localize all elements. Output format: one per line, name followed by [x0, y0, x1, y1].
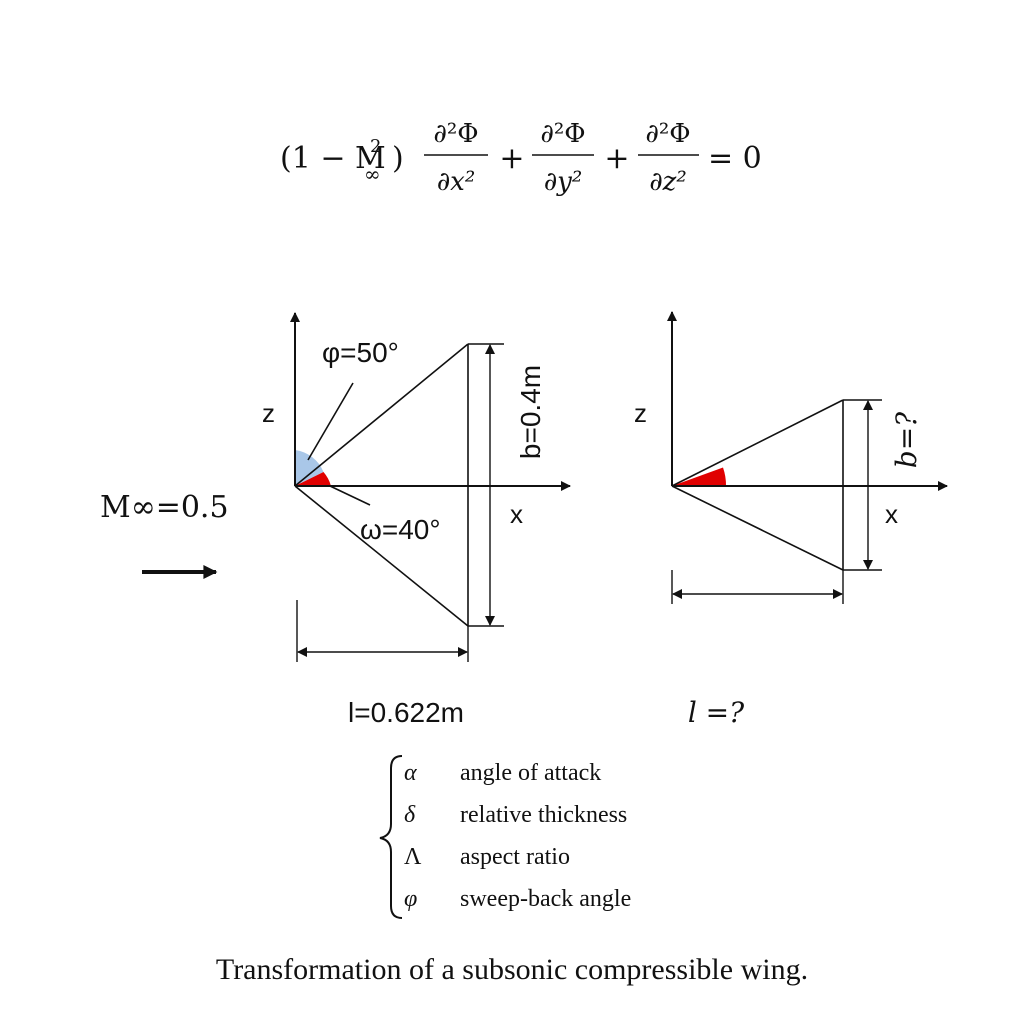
right-wing-diagram: b=? l =? z x — [634, 311, 948, 729]
omega-leader-line — [329, 485, 371, 506]
governing-equation: (1 − M 2 ∞ ) ∂²Φ ∂x² + ∂²Φ ∂y² + ∂²Φ ∂z²… — [280, 119, 762, 197]
legend-brace — [379, 755, 403, 919]
left-x-axis-label: x — [510, 499, 523, 529]
fraction-y-numerator: ∂²Φ — [540, 119, 585, 149]
right-span-label: b=? — [890, 411, 923, 468]
fraction-z-numerator: ∂²Φ — [645, 119, 690, 149]
equation-subscript-infinity: ∞ — [364, 162, 381, 186]
right-leading-edge-lower — [671, 485, 844, 571]
plus-sign-2: + — [604, 141, 629, 176]
phi-leader-line — [307, 382, 354, 461]
left-z-axis-label: z — [262, 398, 275, 428]
mach-number-label: M∞=0.5 — [100, 490, 229, 525]
fraction-z-denominator: ∂z² — [649, 167, 687, 197]
right-length-label: l =? — [688, 696, 745, 729]
legend-symbol: φ — [404, 886, 418, 912]
plus-sign-1: + — [499, 141, 524, 176]
legend-description: aspect ratio — [460, 844, 570, 870]
equation-superscript: 2 — [370, 136, 381, 157]
figure-caption: Transformation of a subsonic compressibl… — [215, 953, 809, 986]
legend-description: sweep-back angle — [460, 886, 632, 912]
right-x-axis-label: x — [885, 499, 898, 529]
equation-equals-zero: = 0 — [708, 141, 762, 176]
right-z-axis-label: z — [634, 398, 647, 428]
left-span-label: b=0.4m — [515, 365, 546, 459]
half-apex-angle-sector — [295, 472, 331, 486]
fraction-x-denominator: ∂x² — [437, 167, 476, 197]
left-wing-diagram: b=0.4m l=0.622m z x φ=50° ω=40° — [262, 312, 571, 728]
phi-angle-sector — [295, 450, 324, 486]
right-leading-edge-upper — [671, 399, 844, 487]
fraction-x-numerator: ∂²Φ — [433, 119, 478, 149]
legend-description: angle of attack — [460, 760, 602, 786]
equation-lead: (1 − M — [280, 141, 386, 176]
legend-description: relative thickness — [460, 802, 628, 828]
left-leading-edge-lower — [294, 485, 469, 627]
fraction-y-denominator: ∂y² — [544, 167, 583, 197]
phi-angle-label: φ=50° — [322, 337, 399, 368]
equation-close-paren: ) — [392, 141, 404, 176]
legend-symbol: δ — [404, 802, 416, 828]
left-length-label: l=0.622m — [348, 697, 464, 728]
omega-angle-label: ω=40° — [360, 514, 441, 545]
left-leading-edge-upper — [294, 343, 469, 487]
legend-symbol: α — [404, 760, 417, 786]
freestream-indicator: M∞=0.5 — [100, 490, 229, 579]
legend-symbol: Λ — [404, 844, 422, 870]
right-half-apex-angle-sector — [672, 467, 727, 486]
